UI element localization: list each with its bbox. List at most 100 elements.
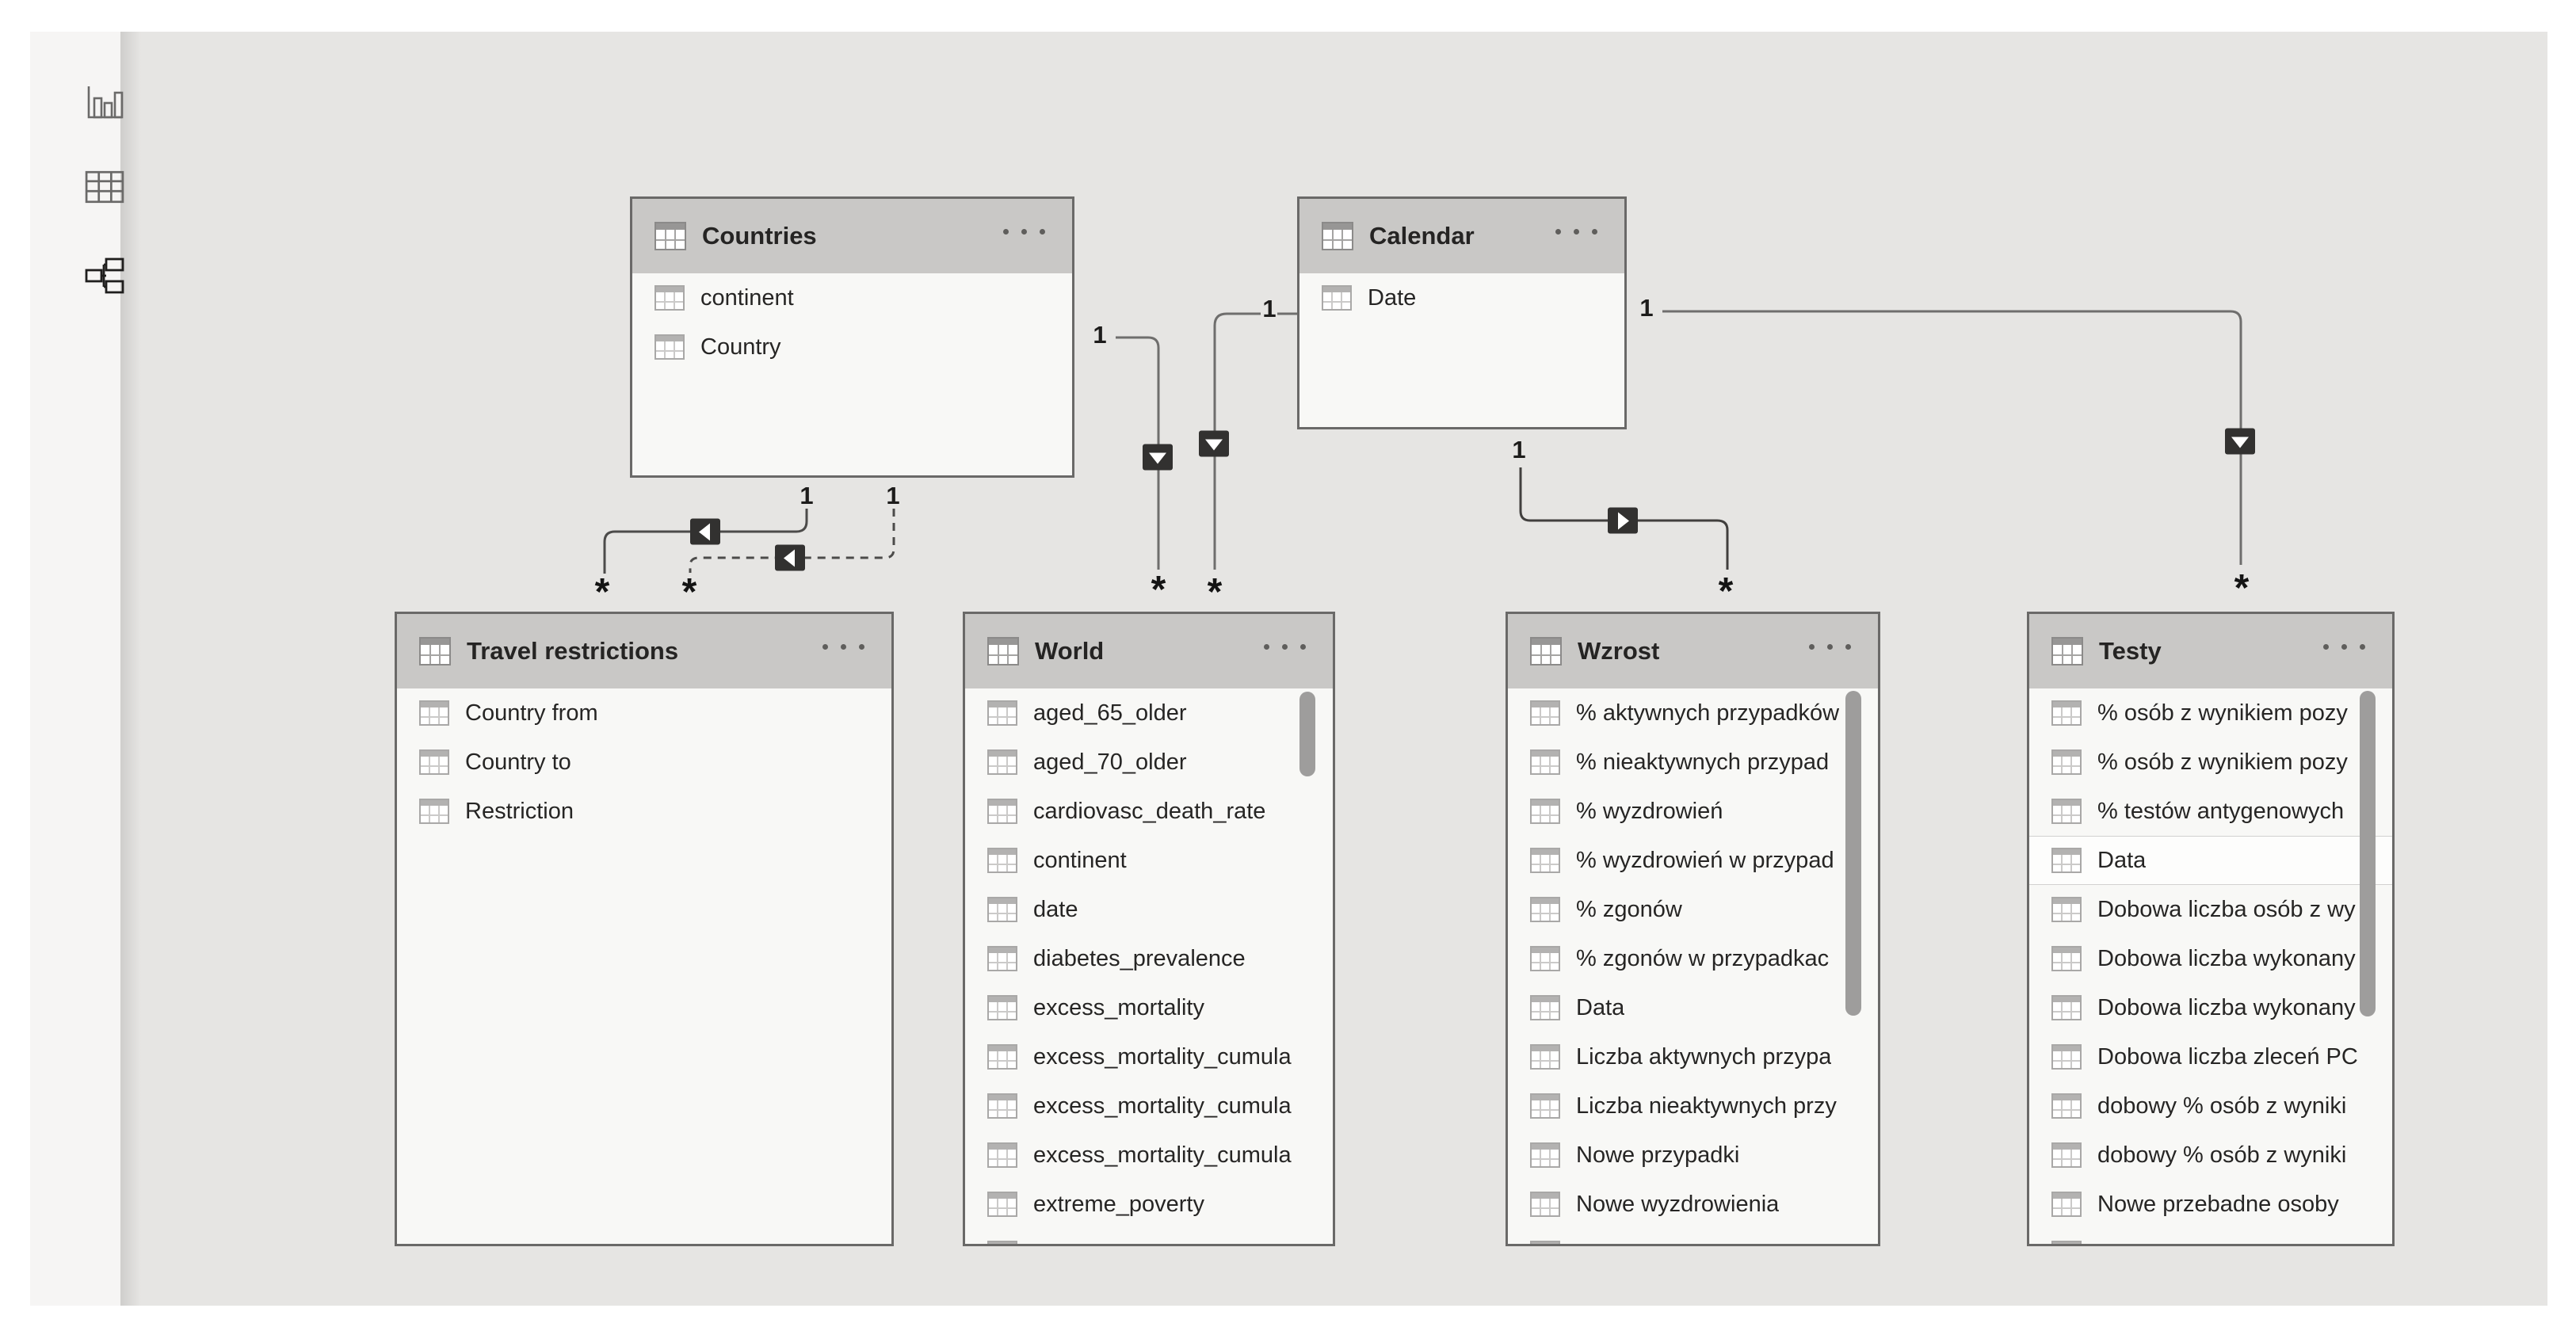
field-icon: [2051, 1142, 2082, 1168]
table-body-countries: continent Country: [632, 273, 1072, 475]
table-card-countries[interactable]: Countries continent Country: [630, 196, 1074, 478]
field-icon: [419, 749, 449, 775]
table-field-row[interactable]: % osób z wynikiem pozy: [2029, 688, 2392, 738]
table-menu-button[interactable]: [1003, 229, 1045, 235]
table-title: World: [1035, 637, 1105, 665]
table-field-row[interactable]: excess_mortality: [965, 983, 1333, 1032]
table-field-row[interactable]: % wyzdrowień: [1508, 787, 1878, 836]
table-field-row[interactable]: % aktywnych przypadków: [1508, 688, 1878, 738]
table-field-row[interactable]: % osób z wynikiem pozy: [2029, 738, 2392, 787]
filter-direction-arrow[interactable]: [2225, 428, 2255, 455]
table-field-row[interactable]: continent: [632, 273, 1072, 322]
cardinality-many: *: [1151, 569, 1166, 611]
table-field-row-partial[interactable]: [2029, 1229, 2392, 1244]
table-field-row[interactable]: continent: [965, 836, 1333, 885]
table-header-wzrost[interactable]: Wzrost: [1508, 614, 1878, 688]
table-body-wzrost: % aktywnych przypadków % nieaktywnych pr…: [1508, 688, 1878, 1244]
table-field-row[interactable]: Dobowa liczba zleceń PC: [2029, 1032, 2392, 1081]
cardinality-many: *: [2234, 567, 2250, 609]
filter-direction-arrow[interactable]: [1199, 430, 1229, 457]
field-icon: [987, 799, 1017, 824]
table-card-testy[interactable]: Testy % osób z wynikiem pozy % osób z wy…: [2027, 612, 2395, 1246]
data-view-button[interactable]: [82, 166, 127, 211]
filter-direction-arrow[interactable]: [775, 544, 805, 571]
table-field-row[interactable]: Data: [1508, 983, 1878, 1032]
field-icon: [987, 1093, 1017, 1119]
table-field-row[interactable]: % wyzdrowień w przypad: [1508, 836, 1878, 885]
table-menu-button[interactable]: [1555, 229, 1597, 235]
table-scrollbar-thumb[interactable]: [2360, 691, 2376, 1016]
table-header-testy[interactable]: Testy: [2029, 614, 2392, 688]
table-field-row-selected[interactable]: Data: [2029, 836, 2392, 885]
table-header-world[interactable]: World: [965, 614, 1333, 688]
field-icon: [1322, 285, 1352, 311]
model-view-button[interactable]: [82, 255, 127, 299]
arrow-left-icon: [699, 523, 710, 540]
table-field-row-partial[interactable]: [1508, 1229, 1878, 1244]
table-field-row[interactable]: Dobowa liczba wykonany: [2029, 934, 2392, 983]
table-field-row[interactable]: Country from: [397, 688, 891, 738]
table-field-row[interactable]: excess_mortality_cumula: [965, 1081, 1333, 1131]
field-icon: [987, 1142, 1017, 1168]
table-header-countries[interactable]: Countries: [632, 199, 1072, 273]
table-field-row[interactable]: excess_mortality_cumula: [965, 1032, 1333, 1081]
table-menu-button[interactable]: [1809, 644, 1851, 650]
table-field-row[interactable]: Nowe przebadne osoby: [2029, 1180, 2392, 1229]
cardinality-one: 1: [1512, 436, 1526, 463]
table-field-row[interactable]: Nowe wyzdrowienia: [1508, 1180, 1878, 1229]
table-field-row[interactable]: Liczba nieaktywnych przy: [1508, 1081, 1878, 1131]
table-scrollbar-thumb[interactable]: [1845, 691, 1861, 1016]
filter-direction-arrow[interactable]: [1608, 507, 1638, 534]
table-field-row[interactable]: Date: [1299, 273, 1624, 322]
table-field-row[interactable]: % nieaktywnych przypad: [1508, 738, 1878, 787]
table-field-row[interactable]: % zgonów: [1508, 885, 1878, 934]
table-header-travel-restrictions[interactable]: Travel restrictions: [397, 614, 891, 688]
table-field-row[interactable]: Country to: [397, 738, 891, 787]
table-card-world[interactable]: World aged_65_older aged_70_older cardio…: [963, 612, 1335, 1246]
table-menu-button[interactable]: [822, 644, 864, 650]
table-field-row[interactable]: extreme_poverty: [965, 1180, 1333, 1229]
table-field-row[interactable]: Dobowa liczba wykonany: [2029, 983, 2392, 1032]
table-field-row[interactable]: Nowe przypadki: [1508, 1131, 1878, 1180]
field-icon: [1530, 700, 1560, 726]
cardinality-one: 1: [1639, 294, 1654, 322]
table-field-row[interactable]: % testów antygenowych: [2029, 787, 2392, 836]
field-icon: [1530, 1044, 1560, 1070]
table-field-row[interactable]: cardiovasc_death_rate: [965, 787, 1333, 836]
table-field-row[interactable]: Liczba aktywnych przypa: [1508, 1032, 1878, 1081]
table-field-row[interactable]: excess_mortality_cumula: [965, 1131, 1333, 1180]
table-field-row[interactable]: Restriction: [397, 787, 891, 836]
arrow-down-icon: [2231, 437, 2249, 448]
table-header-calendar[interactable]: Calendar: [1299, 199, 1624, 273]
table-title: Wzrost: [1578, 637, 1660, 665]
table-menu-button[interactable]: [1264, 644, 1306, 650]
table-icon: [1530, 637, 1562, 666]
table-field-row-partial[interactable]: [965, 1229, 1333, 1244]
table-card-travel-restrictions[interactable]: Travel restrictions Country from Country…: [395, 612, 894, 1246]
filter-direction-arrow[interactable]: [1143, 444, 1173, 471]
field-icon: [1530, 749, 1560, 775]
table-field-row[interactable]: dobowy % osób z wyniki: [2029, 1131, 2392, 1180]
table-field-row[interactable]: dobowy % osób z wyniki: [2029, 1081, 2392, 1131]
table-field-row[interactable]: Dobowa liczba osób z wy: [2029, 885, 2392, 934]
table-field-row[interactable]: diabetes_prevalence: [965, 934, 1333, 983]
report-view-button[interactable]: [82, 82, 127, 127]
table-title: Calendar: [1369, 222, 1475, 250]
table-field-row[interactable]: aged_65_older: [965, 688, 1333, 738]
table-card-calendar[interactable]: Calendar Date: [1297, 196, 1627, 429]
filter-direction-arrow[interactable]: [690, 518, 720, 545]
field-icon: [2051, 799, 2082, 824]
cardinality-one: 1: [800, 482, 814, 509]
table-field-row[interactable]: Country: [632, 322, 1072, 372]
field-icon: [987, 1192, 1017, 1217]
field-icon: [987, 1044, 1017, 1070]
table-field-row[interactable]: aged_70_older: [965, 738, 1333, 787]
table-menu-button[interactable]: [2323, 644, 2365, 650]
table-title: Countries: [702, 222, 817, 250]
table-scrollbar-thumb[interactable]: [1299, 692, 1315, 776]
table-field-row[interactable]: date: [965, 885, 1333, 934]
field-icon: [1530, 848, 1560, 873]
table-card-wzrost[interactable]: Wzrost % aktywnych przypadków % nieaktyw…: [1506, 612, 1880, 1246]
table-field-row[interactable]: % zgonów w przypadkac: [1508, 934, 1878, 983]
